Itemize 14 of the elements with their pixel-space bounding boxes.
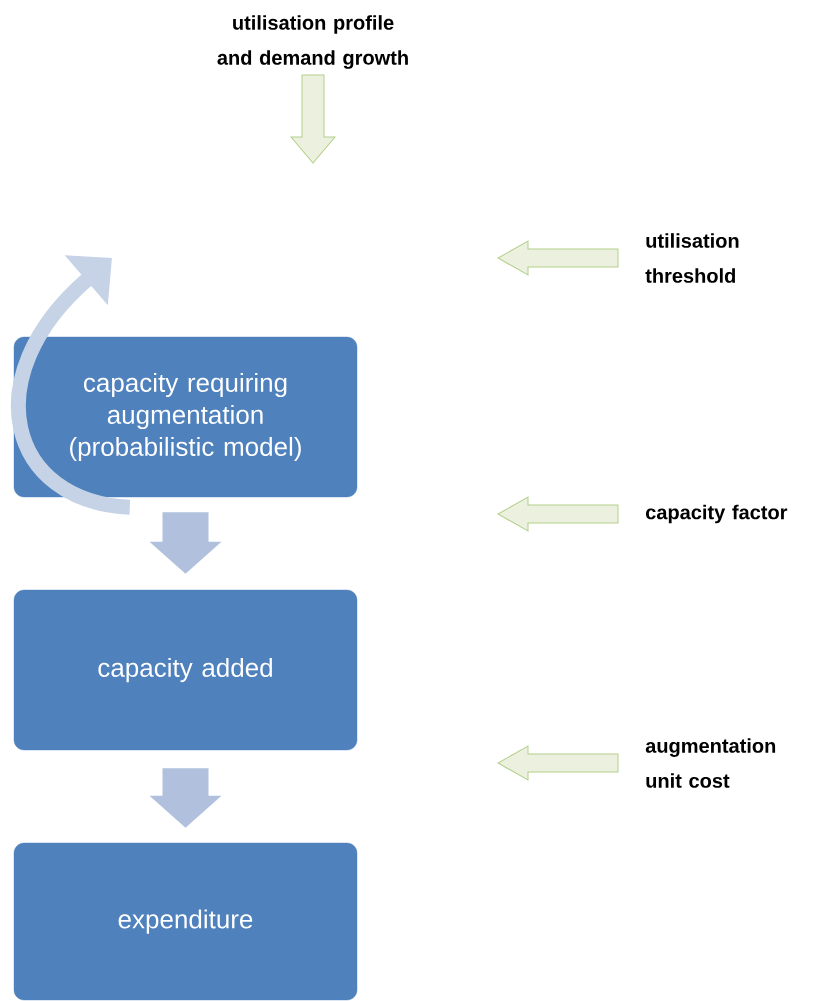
block-arrow [497, 745, 619, 781]
block-arrow [149, 512, 222, 574]
block-arrow [149, 768, 222, 828]
block-arrow [497, 496, 619, 532]
block-arrow [290, 74, 336, 164]
process-box: capacity added [13, 589, 358, 751]
process-box: capacity requiring augmentation (probabilistic model) [13, 336, 358, 498]
block-arrow [497, 240, 619, 276]
curved-arrow [11, 255, 131, 515]
input-label: utilisation profile and demand growth [217, 15, 408, 69]
input-label: augmentation unit cost [645, 738, 776, 788]
input-label: utilisation threshold [645, 233, 739, 283]
input-label: capacity factor [646, 504, 788, 524]
process-box: expenditure [13, 842, 358, 1001]
